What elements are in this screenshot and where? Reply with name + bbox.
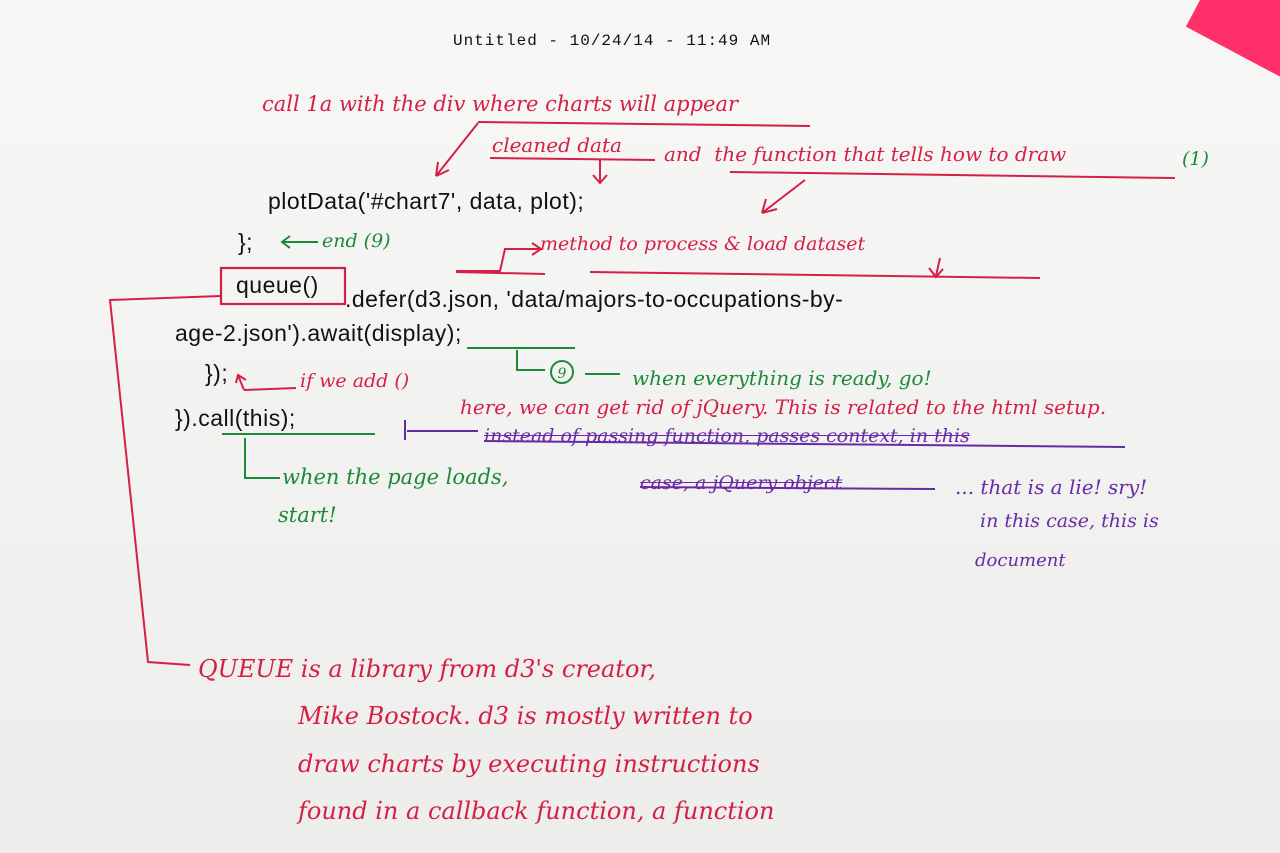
code-queue-call: queue() xyxy=(236,272,319,298)
note-that-is-a-lie: ... that is a lie! sry! xyxy=(955,475,1148,499)
note-end-9: end (9) xyxy=(322,230,391,252)
note-if-we-add: if we add () xyxy=(300,370,410,392)
note-page-loads: when the page loads, xyxy=(282,465,509,489)
code-line-defer: .defer(d3.json, 'data/majors-to-occupati… xyxy=(345,286,844,312)
note-case-struck: case, a jQuery object xyxy=(640,472,843,494)
note-queue-line-4: found in a callback function, a function xyxy=(298,797,775,825)
note-queue-line-3: draw charts by executing instructions xyxy=(298,750,760,778)
code-line-close-brace: }; xyxy=(238,229,254,255)
note-queue-line-2: Mike Bostock. d3 is mostly written to xyxy=(298,702,753,730)
code-line-await: age-2.json').await(display); xyxy=(175,320,462,346)
note-cleaned-data: cleaned data xyxy=(492,133,622,157)
note-step-1: (1) xyxy=(1182,148,1209,170)
code-line-call-this: }).call(this); xyxy=(175,405,296,431)
note-function-draw: and the function that tells how to draw xyxy=(664,142,1067,166)
note-start: start! xyxy=(278,503,337,527)
note-method-load: method to process & load dataset xyxy=(540,233,866,255)
note-remove-jquery: here, we can get rid of jQuery. This is … xyxy=(460,395,1107,419)
note-when-ready: when everything is ready, go! xyxy=(632,366,932,390)
note-in-this-case: in this case, this is xyxy=(980,510,1159,532)
document-header: Untitled - 10/24/14 - 11:49 AM xyxy=(453,32,772,50)
note-document: document xyxy=(975,550,1066,571)
code-line-plotdata: plotData('#chart7', data, plot); xyxy=(268,188,585,214)
code-line-close-paren: }); xyxy=(205,360,229,386)
note-queue-line-1: QUEUE is a library from d3's creator, xyxy=(198,655,656,683)
note-instead-struck: instead of passing function, passes cont… xyxy=(484,425,970,447)
note-call-div: call 1a with the div where charts will a… xyxy=(262,92,739,116)
